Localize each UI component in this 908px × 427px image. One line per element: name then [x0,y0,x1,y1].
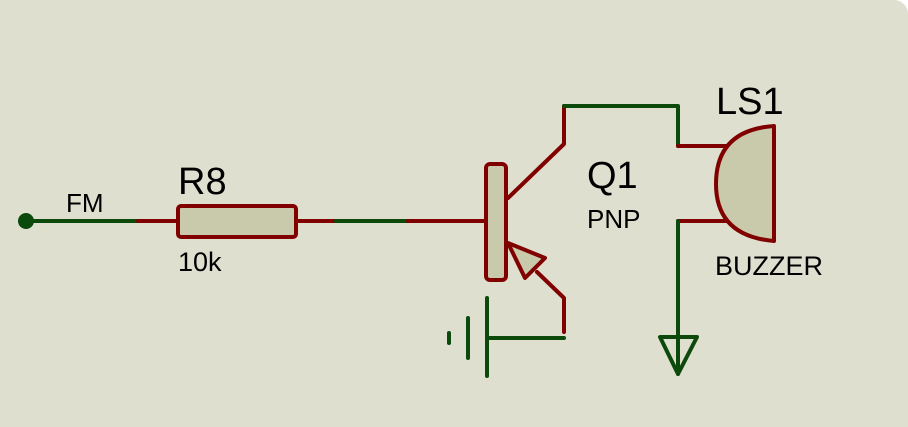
q1-emitter-lead [535,270,566,334]
fm-terminal[interactable] [18,213,140,229]
ground-symbol-buzzer [658,219,699,376]
ground-symbol-emitter [447,296,566,378]
buzzer-ref-label: LS1 [716,81,784,123]
buzzer-value-label: BUZZER [715,251,823,281]
transistor-q1[interactable] [406,104,566,334]
buzzer-body-icon [714,124,776,243]
transistor-ref-label: Q1 [587,155,638,197]
transistor-type-label: PNP [587,204,640,234]
q1-collector-lead [506,104,566,200]
buzzer-ls1[interactable] [676,124,776,243]
ground-triangle-icon [658,335,699,376]
resistor-body-icon [176,204,298,239]
transistor-base-bar-icon [484,162,508,282]
wire-collector-to-buzzer [562,104,680,148]
resistor-r8[interactable] [136,204,338,239]
resistor-ref-label: R8 [178,161,227,203]
net-label-fm: FM [66,188,104,218]
resistor-value-label: 10k [178,247,222,277]
emitter-arrow-icon [506,241,547,280]
